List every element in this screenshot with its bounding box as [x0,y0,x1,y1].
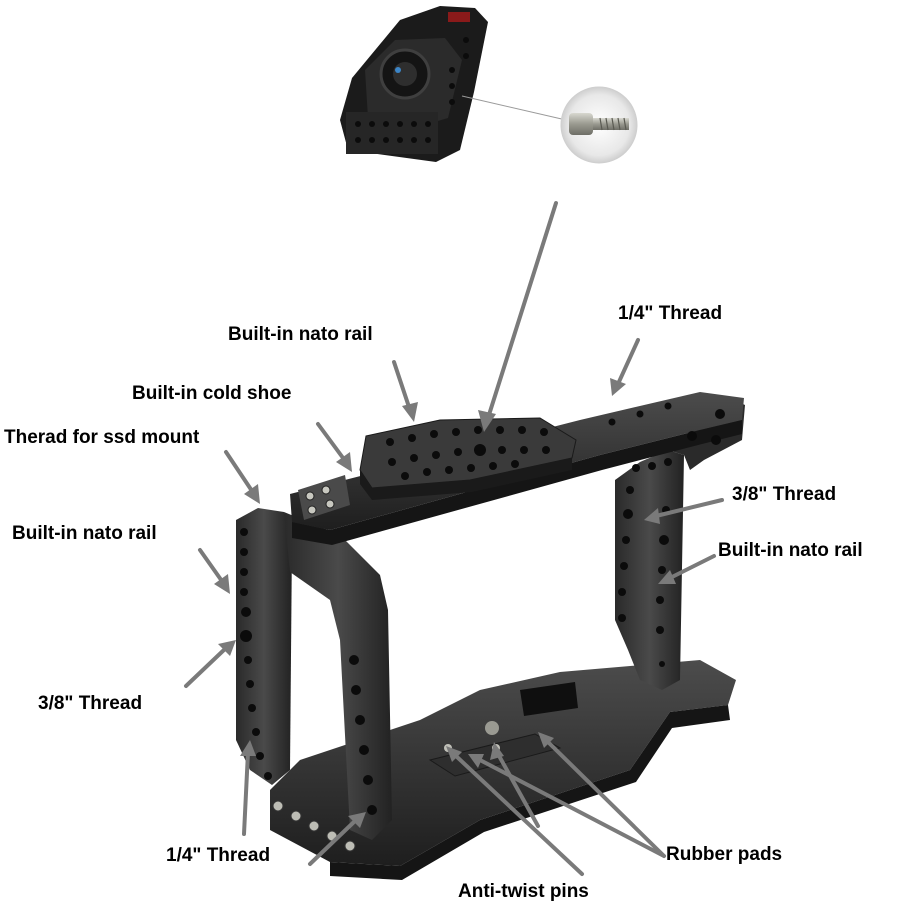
label-ssd-mount: Therad for ssd mount [4,427,200,448]
label-38-thread-left: 3/8" Thread [38,693,143,714]
label-anti-twist-pins: Anti-twist pins [458,881,589,902]
callout-arrows [184,201,724,876]
arrow-38-thread-left [184,640,236,688]
arrow-cold-shoe [316,422,352,472]
arrow-nato-rail-right [658,554,716,584]
screw-callout [560,86,638,164]
arrow-nato-rail-top [392,360,418,422]
label-nato-rail-left: Built-in nato rail [12,523,157,544]
arrow-rubber-pads-a [538,732,666,858]
arrow-nato-rail-left [198,548,230,594]
arrow-anti-twist-pins-b [490,742,540,828]
camera-cage [236,392,745,880]
camera-inset [340,6,567,162]
arrow-quarter-thread-bottom-a [240,740,256,836]
label-quarter-thread-bottom: 1/4" Thread [166,845,271,866]
arrow-quarter-thread-top [610,338,640,396]
arrow-ssd-mount [224,450,260,504]
label-quarter-thread-top: 1/4" Thread [618,303,723,324]
label-nato-rail-top: Built-in nato rail [228,324,373,345]
arrow-anti-twist-pins-a [446,746,584,876]
label-38-thread-right: 3/8" Thread [732,484,837,505]
arrow-38-thread-right [644,498,724,524]
label-rubber-pads: Rubber pads [666,844,783,865]
label-cold-shoe: Built-in cold shoe [132,383,292,404]
label-nato-rail-right: Built-in nato rail [718,540,863,561]
arrow-center-screw [478,201,558,432]
arrow-quarter-thread-bottom-b [308,812,366,866]
